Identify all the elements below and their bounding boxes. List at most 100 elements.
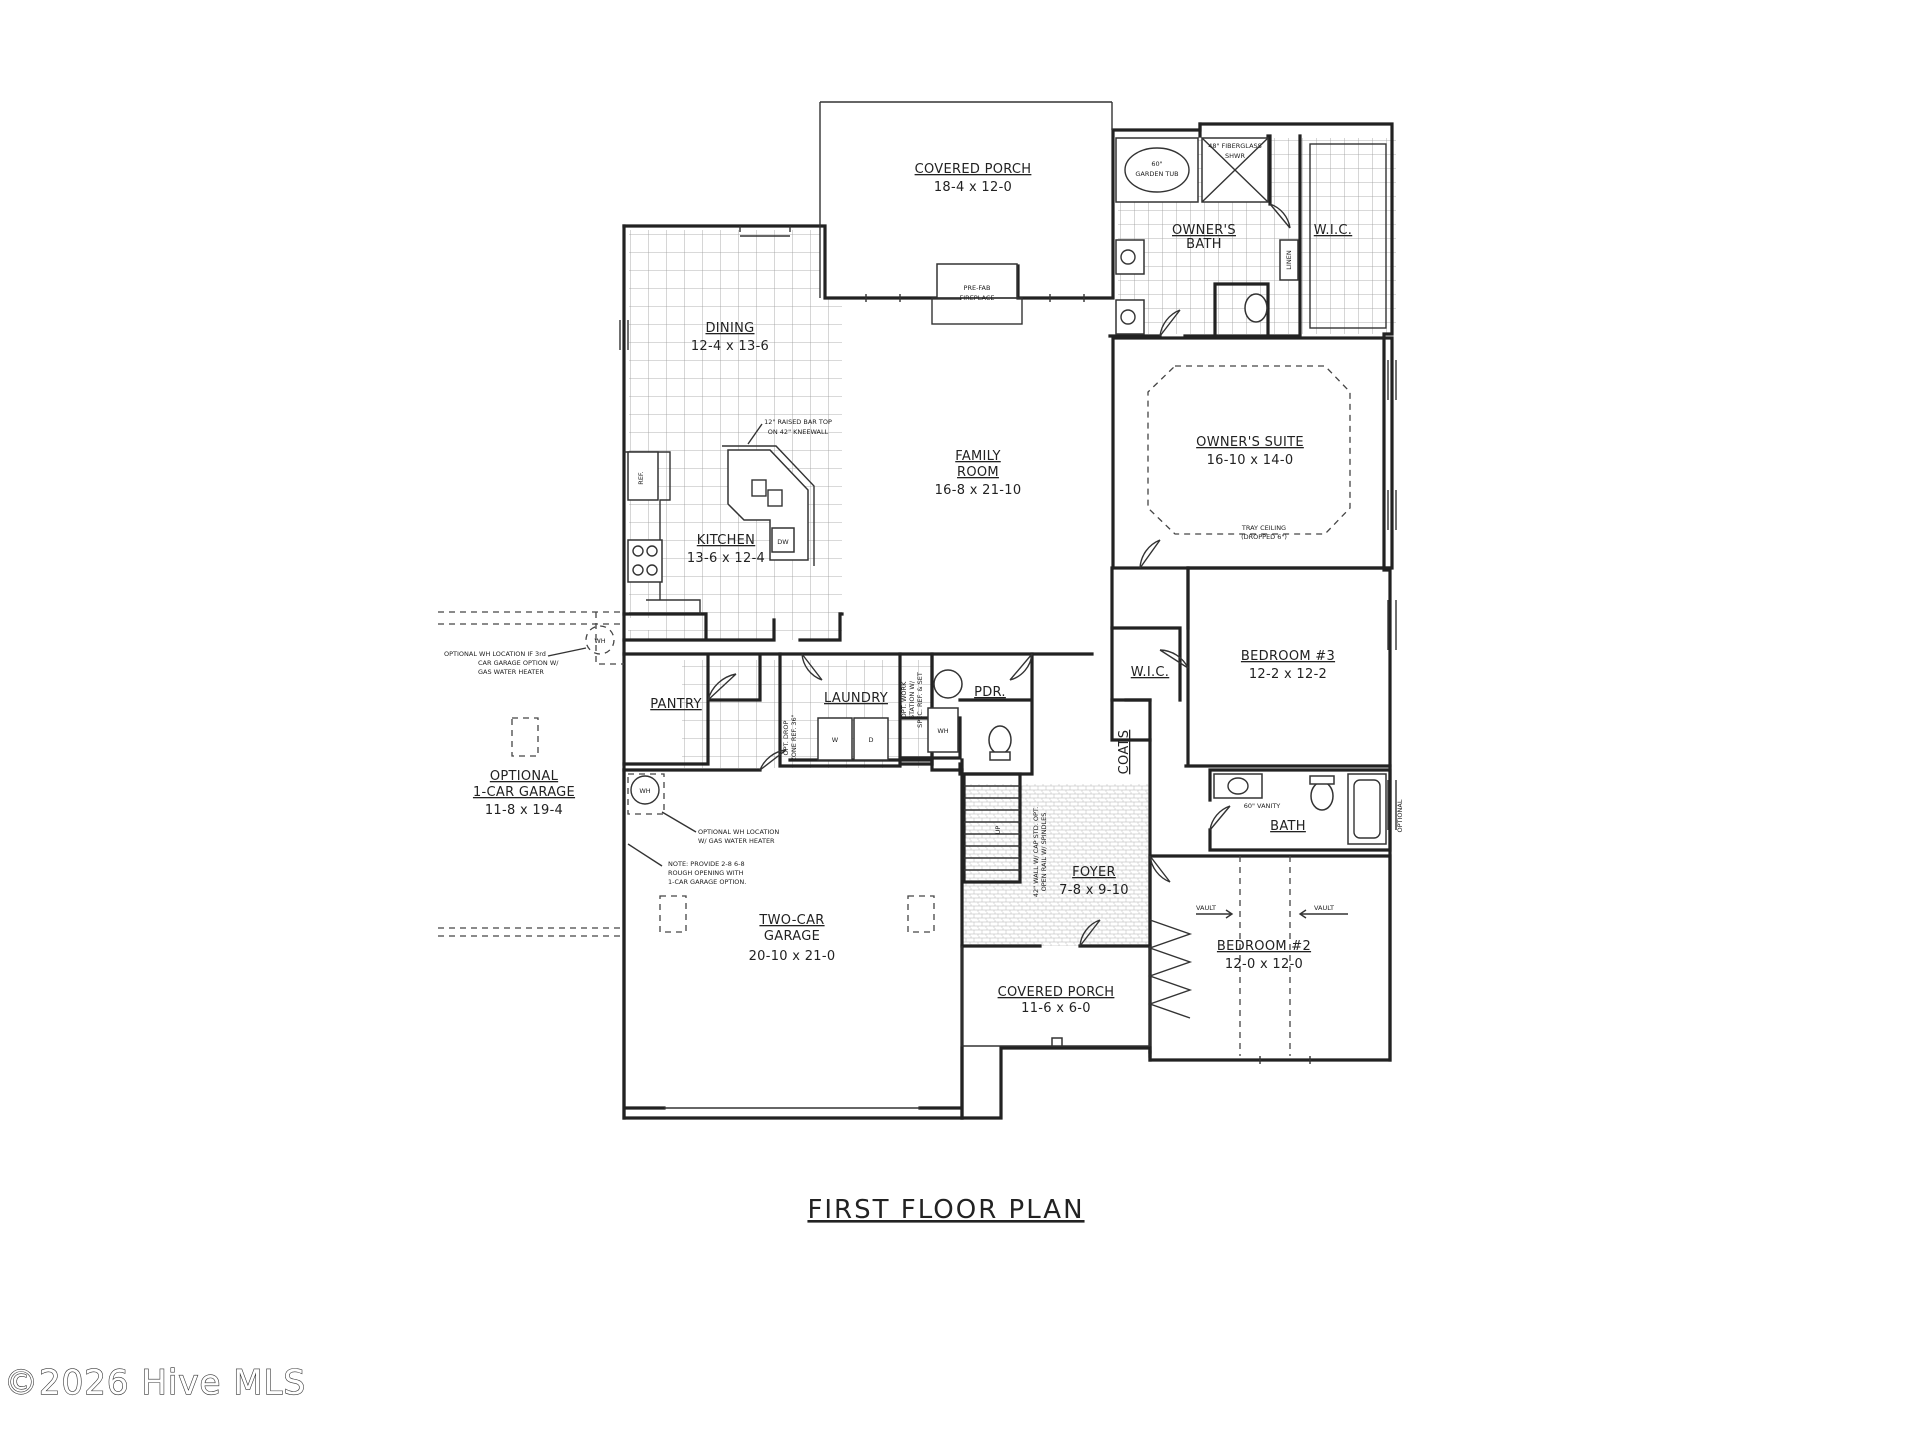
optional-garage-outline	[438, 611, 624, 937]
optional-garage-name-2: 1-CAR GARAGE	[473, 785, 575, 800]
door-swing-bed2	[1149, 855, 1171, 883]
garden-tub-basin	[1124, 147, 1190, 193]
door-swing-laundry	[801, 653, 823, 681]
garage-name-1: TWO-CAR	[758, 913, 824, 928]
coats-name: COATS	[1117, 730, 1132, 775]
optional-garage-post	[511, 717, 539, 757]
note-opening-3: 1-CAR GARAGE OPTION.	[668, 878, 746, 886]
door-swing-pantry	[707, 673, 737, 701]
wh-garage-label: WH	[639, 787, 650, 795]
wh-optional-label: WH	[594, 637, 605, 645]
vault-arrow-1	[1196, 909, 1234, 919]
half-wall-label-2: OPEN RAIL W/ SPINDLES	[1040, 813, 1048, 892]
linen-label: LINEN	[1285, 250, 1293, 270]
garage-post-2	[907, 895, 935, 933]
vanity-2	[1115, 299, 1145, 335]
door-swing-front	[1079, 919, 1101, 947]
owners-wic-name: W.I.C.	[1314, 223, 1352, 238]
windows	[619, 294, 1397, 1064]
dw-label: DW	[777, 538, 789, 546]
bath-toilet	[1310, 781, 1334, 811]
door-swing-owners-bath	[1159, 309, 1181, 337]
fireplace-hearth	[931, 297, 1023, 325]
optional-garage-dim: 11-8 x 19-4	[485, 803, 563, 818]
kitchen-dim: 13-6 x 12-4	[687, 551, 765, 566]
burner-3	[632, 564, 644, 576]
note-wh-opt-2: CAR GARAGE OPTION W/	[478, 659, 559, 667]
washer-label: W	[832, 736, 839, 744]
optional-label: OPTIONAL	[1396, 799, 1404, 832]
plan-title: FIRST FLOOR PLAN	[807, 1195, 1084, 1225]
garage-wh-box	[627, 773, 665, 815]
garage-dim: 20-10 x 21-0	[749, 949, 836, 964]
shower-x	[1201, 137, 1269, 203]
owners-suite-name: OWNER'S SUITE	[1196, 435, 1304, 450]
bath-name: BATH	[1270, 819, 1306, 834]
burner-2	[646, 545, 658, 557]
optional-wh-leader	[547, 647, 587, 657]
vanity-label: 60" VANITY	[1244, 802, 1281, 810]
garage-name-2: GARAGE	[764, 929, 820, 944]
washer	[817, 717, 853, 761]
island-bar-line	[722, 445, 815, 566]
sink-bowl-2	[767, 489, 783, 507]
bath-sink	[1227, 777, 1249, 795]
laundry-name: LAUNDRY	[824, 691, 888, 706]
foyer-name: FOYER	[1072, 865, 1116, 880]
vanity-sink-2	[1120, 309, 1136, 325]
vault-arrow-2	[1298, 909, 1348, 919]
drop-zone-label-2: ZONE REF. 36"	[790, 714, 798, 761]
family-room-dim: 16-8 x 21-10	[935, 483, 1022, 498]
bath-tub-inner	[1353, 779, 1381, 839]
coats-wic-walls	[1110, 566, 1190, 742]
half-wall-label-1: 42" WALL W/ CAP STD. OPT.	[1032, 807, 1040, 897]
bedroom3-dim: 12-2 x 12-2	[1249, 667, 1327, 682]
dryer	[853, 717, 889, 761]
owners-bath-name-2: BATH	[1186, 237, 1222, 252]
vanity-sink-1	[1120, 249, 1136, 265]
vault-label-2: VAULT	[1314, 904, 1334, 912]
vault-label-1: VAULT	[1196, 904, 1216, 912]
owners-suite-dim: 16-10 x 14-0	[1207, 453, 1294, 468]
owners-bath-name-1: OWNER'S	[1172, 223, 1236, 238]
pdr-name: PDR.	[974, 685, 1006, 700]
door-swing-pdr	[1009, 653, 1033, 681]
note-wh-opt-1: OPTIONAL WH LOCATION IF 3rd	[444, 650, 546, 658]
note-opening-2: ROUGH OPENING WITH	[668, 869, 744, 877]
kitchen-lower-wall	[622, 612, 844, 642]
covered-porch-rear-outline	[819, 101, 1113, 298]
work-station-label-2: STATION W/	[908, 680, 916, 719]
garden-tub-label-1: 60"	[1151, 160, 1162, 168]
tray-ceiling	[1147, 365, 1351, 535]
family-room-name-2: ROOM	[957, 465, 999, 480]
burner-4	[646, 564, 658, 576]
pdr-toilet-tank	[989, 751, 1011, 761]
wh-pdr-label: WH	[937, 727, 948, 735]
optional-wh-circle	[585, 625, 615, 655]
dining-name: DINING	[705, 321, 754, 336]
foyer-floor	[962, 784, 1150, 946]
pdr-wh	[927, 707, 959, 753]
opening-note-leader	[627, 843, 663, 867]
front-porch-outline	[961, 946, 1151, 1047]
burner-1	[632, 545, 644, 557]
bath-walls	[1208, 768, 1392, 852]
kitchen-counter-left	[624, 451, 701, 614]
kitchen-name: KITCHEN	[697, 533, 755, 548]
work-station-label-3: SPEC. REF. & SET	[916, 672, 924, 728]
garage-wh-circle	[630, 775, 660, 805]
fireplace	[936, 263, 1018, 299]
garden-tub-label-2: GARDEN TUB	[1135, 170, 1178, 178]
pantry-name: PANTRY	[650, 697, 702, 712]
garage-right-wall	[960, 944, 1152, 1120]
bedroom3-name: BEDROOM #3	[1241, 649, 1335, 664]
door-swing-bath	[1209, 805, 1231, 831]
foyer-dim: 7-8 x 9-10	[1059, 883, 1129, 898]
sliding-door	[739, 226, 791, 237]
garage-post-1	[659, 895, 687, 933]
covered-porch-rear-dim: 18-4 x 12-0	[934, 180, 1012, 195]
sink-bowl-1	[751, 479, 767, 497]
linen-closet	[1279, 239, 1299, 281]
vanity-1	[1115, 239, 1145, 275]
